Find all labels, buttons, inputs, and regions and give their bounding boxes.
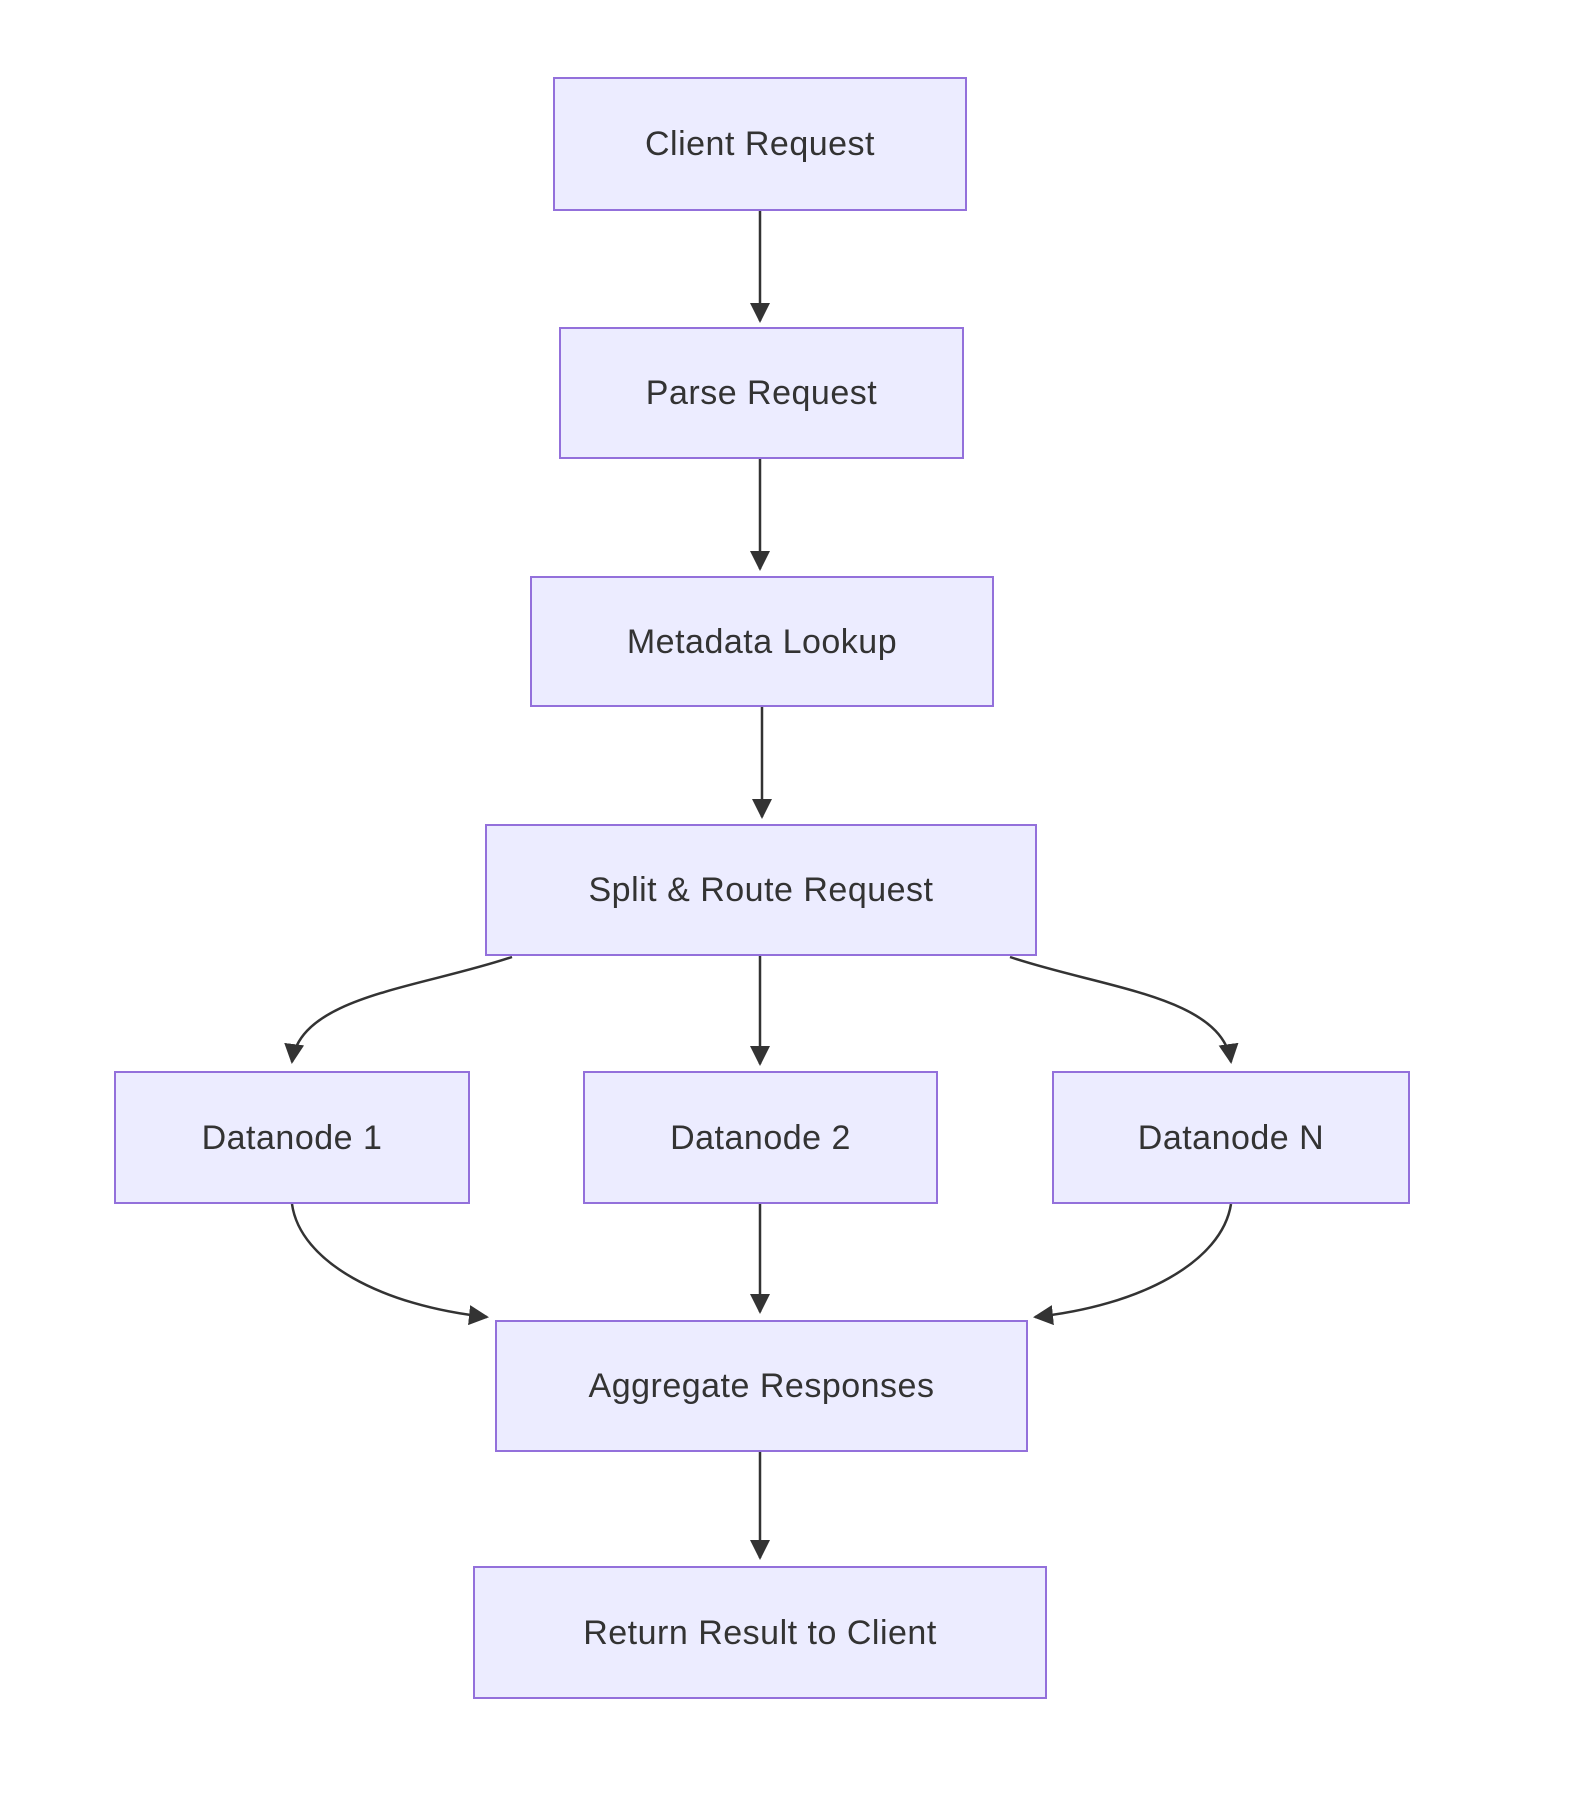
node-label: Return Result to Client (583, 1613, 937, 1652)
edge-datanode1-to-aggregate (290, 1203, 489, 1326)
node-client-request: Client Request (553, 77, 967, 211)
node-label: Metadata Lookup (626, 622, 898, 661)
node-label: Aggregate Responses (588, 1367, 935, 1405)
edge-split-to-datanodeN (1009, 955, 1239, 1064)
node-label: Split & Route Request (588, 871, 934, 909)
node-datanode-n: Datanode N (1052, 1071, 1410, 1204)
node-label: Datanode 1 (201, 1118, 383, 1157)
node-datanode-2: Datanode 2 (583, 1071, 938, 1204)
node-datanode-1: Datanode 1 (114, 1071, 470, 1204)
node-aggregate-responses: Aggregate Responses (495, 1320, 1028, 1452)
node-return-result: Return Result to Client (473, 1566, 1047, 1699)
node-label: Datanode N (1137, 1118, 1325, 1157)
node-metadata-lookup: Metadata Lookup (530, 576, 994, 707)
node-label: Parse Request (645, 374, 878, 412)
edge-datanodeN-to-aggregate (1033, 1203, 1233, 1326)
node-split-route-request: Split & Route Request (485, 824, 1037, 956)
node-label: Client Request (644, 125, 875, 163)
node-label: Datanode 2 (670, 1118, 851, 1157)
edge-split-to-datanode1 (284, 955, 513, 1064)
node-parse-request: Parse Request (559, 327, 964, 459)
